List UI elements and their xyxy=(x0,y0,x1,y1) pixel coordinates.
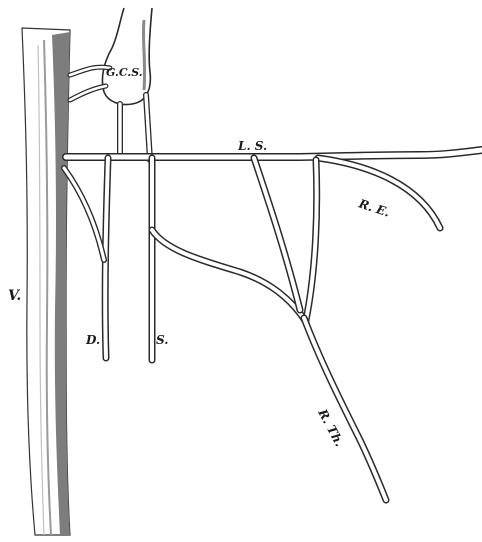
label-d: D. xyxy=(85,333,100,347)
label-rth: R. Th. xyxy=(315,406,347,449)
label-re: R. E. xyxy=(356,196,391,219)
label-gcs: G.C.S. xyxy=(106,66,143,79)
label-v: V. xyxy=(8,288,21,304)
ganglion-gcs xyxy=(102,8,152,105)
label-s: S. xyxy=(156,333,168,347)
label-ls: L. S. xyxy=(237,139,267,153)
nerve-network xyxy=(64,67,482,500)
vessel-v xyxy=(22,28,70,535)
